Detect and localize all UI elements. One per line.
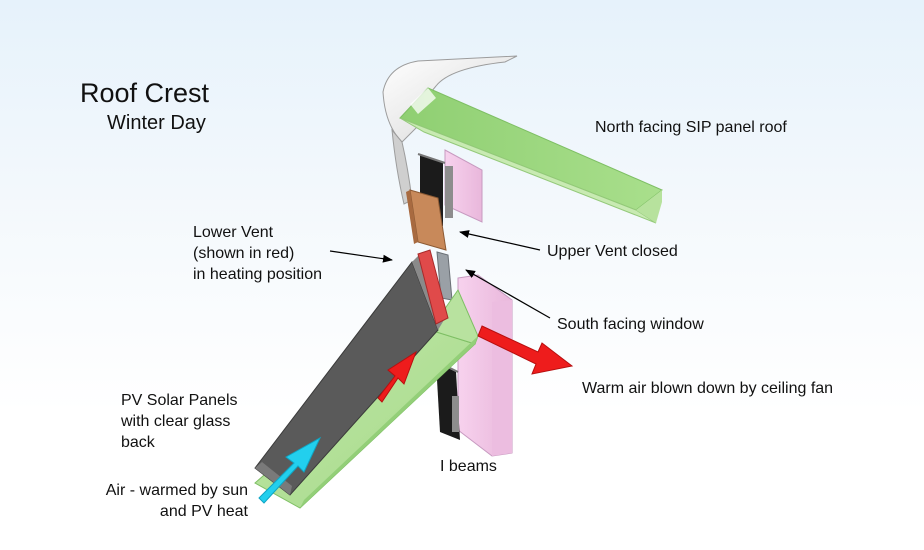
pointer-south-window <box>465 269 551 319</box>
diagram-subtitle: Winter Day <box>107 112 206 134</box>
label-lower-vent: Lower Vent (shown in red) in heating pos… <box>193 224 322 283</box>
diagram-title: Roof Crest <box>80 78 210 108</box>
warm-air-arrow-icon <box>477 325 574 375</box>
label-pv-panels: PV Solar Panels with clear glass back <box>121 392 238 451</box>
lower-wall <box>457 274 513 457</box>
label-warm-air: Warm air blown down by ceiling fan <box>582 380 834 397</box>
pointer-lower-vent <box>329 250 393 263</box>
label-upper-vent: Upper Vent closed <box>547 243 678 260</box>
label-i-beams: I beams <box>440 458 497 475</box>
label-south-window: South facing window <box>557 316 704 333</box>
lower-vent <box>417 249 449 325</box>
pointer-upper-vent <box>459 230 541 251</box>
pointer-arrows <box>329 230 551 319</box>
label-air-warmed: Air - warmed by sun and PV heat <box>105 482 248 520</box>
label-north-roof: North facing SIP panel roof <box>595 119 787 136</box>
north-sip-roof <box>399 87 663 224</box>
upper-vent <box>406 189 447 251</box>
cyan-arrow-icon <box>258 436 322 504</box>
red-arrow-icon <box>377 350 417 403</box>
